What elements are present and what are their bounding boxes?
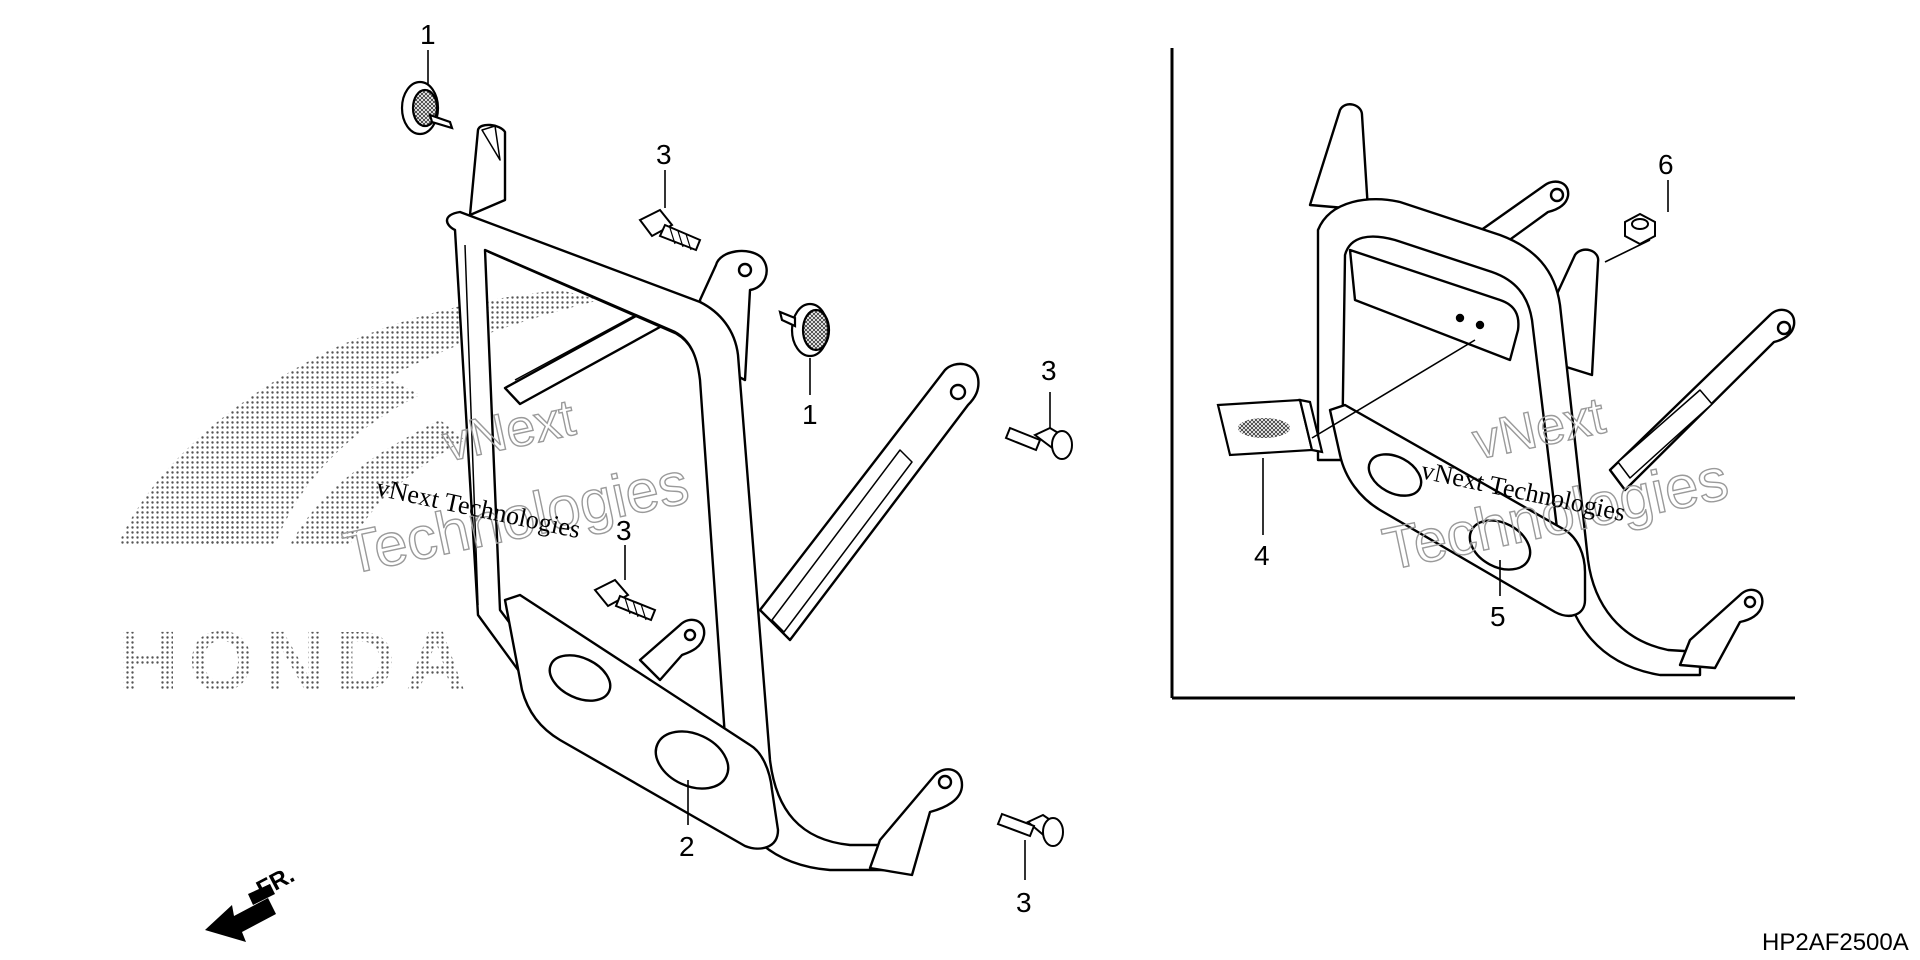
callout-3-right-lower: 3: [1016, 887, 1032, 918]
inset-lower-bracket: [1678, 588, 1764, 670]
callout-3-center: 3: [616, 515, 632, 546]
inset-guard-assembly: [1308, 103, 1796, 677]
reflector: [1216, 398, 1324, 457]
inset-panel-border: [1170, 48, 1795, 700]
callout-6: 6: [1658, 149, 1674, 180]
callout-1-top: 1: [420, 19, 436, 50]
callout-4: 4: [1254, 540, 1270, 571]
callout-2: 2: [679, 831, 695, 862]
wing-logo-shape: [118, 290, 600, 545]
grommet-top: [400, 80, 454, 136]
nut: [1624, 212, 1656, 246]
front-direction-arrow: FR.: [205, 861, 299, 942]
honda-wing-logo: HONDA: [118, 290, 600, 708]
leader-lines-right: [1262, 180, 1669, 596]
lower-mount-bracket: [868, 768, 964, 877]
honda-logo-text: HONDA: [118, 614, 476, 708]
wing-logo-feather-2: [290, 420, 465, 545]
wing-logo-feather-1: [200, 380, 420, 545]
grommet-mid: [778, 302, 831, 358]
bolt-top: [638, 208, 702, 252]
leader-lines-left: [427, 50, 1051, 880]
callout-3-bolt-top: 3: [656, 139, 672, 170]
watermark-outline-vnext-right: vNext: [1468, 387, 1611, 471]
front-guard-frame: [445, 123, 980, 877]
bolt-right-upper: [1004, 426, 1073, 460]
inset-cross-plate: [1348, 248, 1520, 362]
arrow-icon: [205, 898, 276, 942]
mid-mount-bracket: [638, 618, 706, 682]
diagram-code: HP2AF2500A: [1762, 929, 1909, 956]
callout-1-mid: 1: [802, 399, 818, 430]
bolt-right-lower: [996, 812, 1064, 847]
inset-upper-tab: [1308, 103, 1370, 212]
callout-3-right-upper: 3: [1041, 355, 1057, 386]
bolt-center: [593, 578, 657, 622]
watermark-outline-vnext-left: vNext: [438, 389, 581, 473]
callout-5: 5: [1490, 601, 1506, 632]
